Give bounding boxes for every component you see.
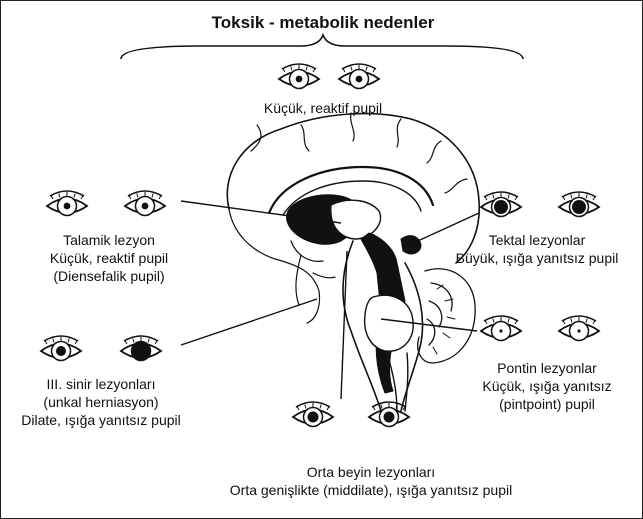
midbrain-label: Orta beyin lezyonları Orta genişlikte (m… — [230, 463, 512, 499]
pupil-dilated — [132, 342, 150, 360]
pontine-label: Pontin lezyonlar Küçük, ışığa yanıtsız (… — [482, 359, 611, 413]
third-nerve-label: III. sinir lezyonları (unkal herniasyon)… — [21, 375, 181, 429]
toxic-eye-icon — [279, 64, 319, 89]
pupil-normal — [56, 346, 66, 356]
thalamic-label: Talamik lezyon Küçük, reaktif pupil (Die… — [50, 231, 168, 285]
pointer-third-nerve — [181, 299, 317, 345]
midbrain-eye-icon — [369, 402, 409, 427]
cerebellum — [418, 269, 475, 363]
pontine-line-3: (pintpoint) pupil — [482, 395, 611, 413]
third-nerve-line-1: III. sinir lezyonları — [21, 375, 181, 393]
pupil-mid — [384, 412, 395, 423]
pupil-large — [572, 200, 586, 214]
pupil-pinpoint — [499, 329, 502, 332]
pupil-small — [356, 76, 363, 83]
title-bracket — [121, 35, 523, 59]
thalamic-eye-icon — [125, 191, 165, 216]
thalamic-line-2: Küçük, reaktif pupil — [50, 249, 168, 267]
toxic-eye-icon — [339, 64, 379, 89]
toxic-caption: Küçük, reaktif pupil — [264, 99, 382, 117]
pontine-line-1: Pontin lezyonlar — [482, 359, 611, 377]
pupil-small — [142, 203, 149, 210]
thalamic-line-1: Talamik lezyon — [50, 231, 168, 249]
pontine-eye-icon — [481, 316, 521, 341]
cerebellum-folia — [433, 285, 455, 354]
tectal-label: Tektal lezyonlar Büyük, ışığa yanıtsız p… — [456, 231, 619, 267]
pupil-pinpoint — [577, 329, 580, 332]
midbrain-line-2: Orta genişlikte (middilate), ışığa yanıt… — [230, 481, 512, 499]
third-nerve-eye-icon — [41, 336, 81, 361]
thalamic-eye-icon — [47, 191, 87, 216]
pontine-eye-icon — [559, 316, 599, 341]
tectal-line-1: Tektal lezyonlar — [456, 231, 619, 249]
third-nerve-line-2: (unkal herniasyon) — [21, 393, 181, 411]
diagram-title: Toksik - metabolik nedenler — [212, 13, 435, 33]
pupil-mid — [308, 412, 319, 423]
midbrain-eye-icon — [293, 402, 333, 427]
pupil-small — [64, 203, 71, 210]
third-nerve-line-3: Dilate, ışığa yanıtsız pupil — [21, 411, 181, 429]
tectal-line-2: Büyük, ışığa yanıtsız pupil — [456, 249, 619, 267]
pontine-line-2: Küçük, ışığa yanıtsız — [482, 377, 611, 395]
pons — [365, 295, 414, 351]
third-nerve-eye-icon — [121, 336, 161, 361]
pupil-small — [296, 76, 303, 83]
tectal-eye-icon — [481, 192, 521, 217]
midbrain-line-1: Orta beyin lezyonları — [230, 463, 512, 481]
thalamic-line-3: (Diensefalik pupil) — [50, 267, 168, 285]
brain-section — [227, 113, 479, 411]
tectal-eye-icon — [559, 192, 599, 217]
pupil-large — [494, 200, 508, 214]
